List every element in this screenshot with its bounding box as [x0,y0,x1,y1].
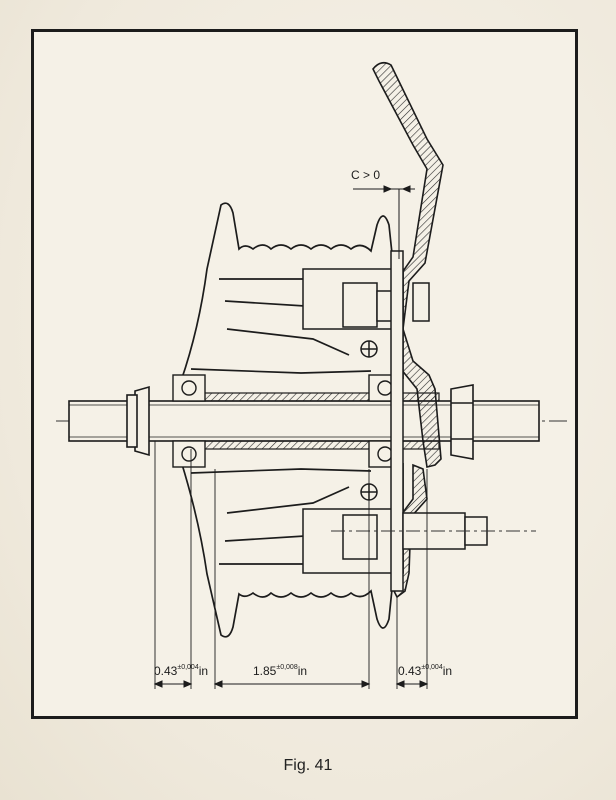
brake-caliper-lower [302,483,404,574]
dimension-right-tolerance: ±0,004 [421,664,442,671]
dimension-right-unit: in [443,664,452,678]
right-axle-nut [450,384,474,460]
dimension-left-tolerance: ±0,004 [177,664,198,671]
dimension-label-left: 0.43±0,004in [154,664,208,678]
caliper-bolt [331,512,536,550]
left-bearing [172,374,206,468]
dimension-center-base: 1.85 [253,664,277,678]
dimension-label-right: 0.43±0,004in [398,664,452,678]
dimension-right-base: 0.43 [398,664,422,678]
dimension-label-center: 1.85±0,008in [253,664,307,678]
figure-frame [31,29,578,719]
brake-caliper-upper [302,268,404,358]
dimension-center-tolerance: ±0,008 [276,664,297,671]
dimension-extension-lines [154,441,428,689]
figure-caption: Fig. 41 [283,757,333,774]
clearance-label: C > 0 [351,168,380,182]
dimension-left-base: 0.43 [154,664,178,678]
disc-mounting-flange [390,250,430,592]
dimension-arrows [153,185,429,688]
dimension-center-unit: in [298,664,307,678]
dimension-left-unit: in [199,664,208,678]
hub-cross-section-drawing: C > 0 0.43±0,004in 1.85±0,008in 0.43±0,0… [56,61,571,689]
left-axle-nut [126,385,150,457]
